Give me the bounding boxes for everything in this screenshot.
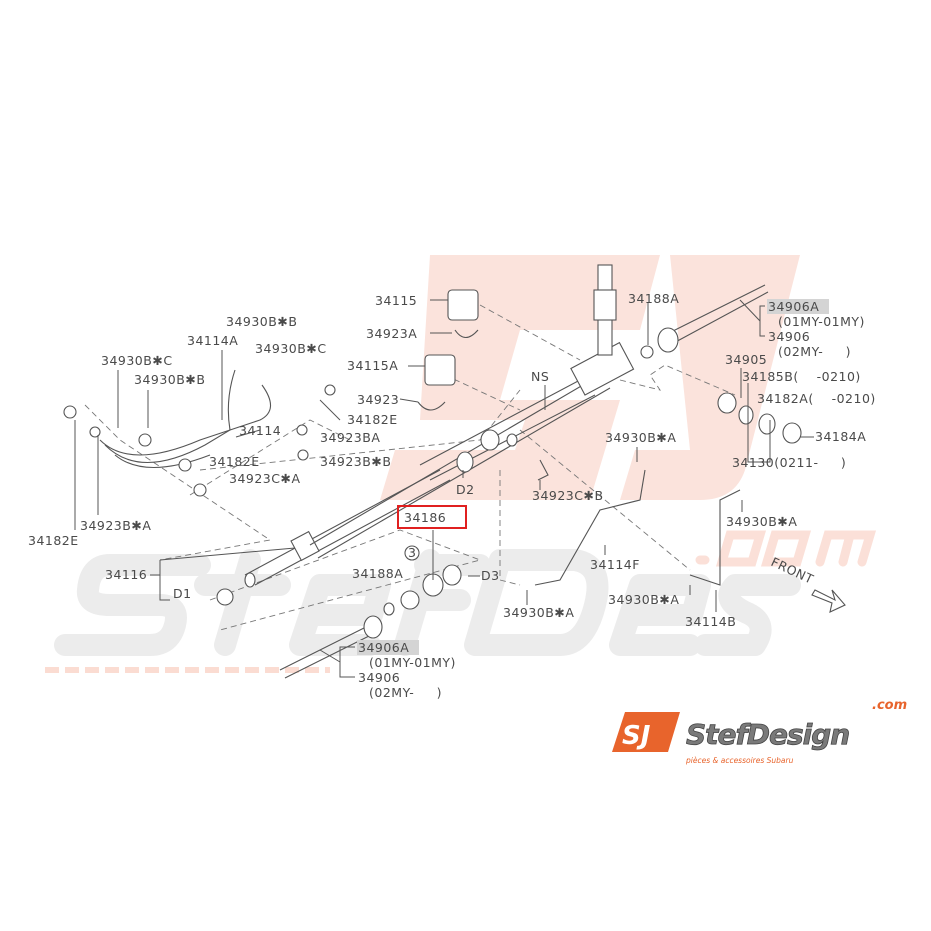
label-34923B-A[interactable]: 34923B✱A [80, 518, 151, 533]
label-34115A[interactable]: 34115A [347, 358, 398, 373]
label-34185B[interactable]: 34185B( -0210) [742, 369, 861, 384]
label-applicability: (02MY- ) [778, 344, 851, 359]
label-34923C-B[interactable]: 34923C✱B [532, 488, 604, 503]
label-D2[interactable]: D2 [456, 482, 475, 497]
logo-tagline: pièces & accessoires Subaru [685, 756, 794, 765]
label-34906A[interactable]: 34906A [358, 640, 409, 655]
label-34923[interactable]: 34923 [357, 392, 399, 407]
label-NS[interactable]: NS [531, 369, 549, 384]
label-34114B[interactable]: 34114B [685, 614, 736, 629]
label-34930B-C[interactable]: 34930B✱C [255, 341, 327, 356]
label-34930B-B[interactable]: 34930B✱B [134, 372, 205, 387]
tie-rod-left [216, 545, 462, 679]
pipes [63, 369, 741, 586]
label-applicability: (01MY-01MY) [369, 655, 456, 670]
label-34182E[interactable]: 34182E [28, 533, 79, 548]
label-D1[interactable]: D1 [173, 586, 192, 601]
logo-brand: StefDesign [686, 718, 849, 751]
label-34930B-A[interactable]: 34930B✱A [726, 514, 797, 529]
label-34906[interactable]: 34906 [768, 329, 810, 344]
label-34182E[interactable]: 34182E [209, 454, 260, 469]
logo-domain: .com [872, 698, 907, 713]
tie-rod-right [640, 284, 802, 444]
label-applicability: (02MY- ) [369, 685, 442, 700]
label-34116[interactable]: 34116 [105, 567, 147, 582]
brand-logo: SJ StefDesign .com pièces & accessoires … [612, 698, 907, 765]
highlight-34906A-left [357, 640, 419, 655]
label-34130[interactable]: 34130(0211- ) [732, 455, 846, 470]
label-34182A[interactable]: 34182A( -0210) [757, 391, 876, 406]
steering-rack [244, 264, 635, 588]
leader-lines [74, 299, 814, 678]
label-34906A[interactable]: 34906A [768, 299, 819, 314]
watermark-brand-lettering [54, 549, 801, 656]
label-ref-3: 3 [408, 545, 416, 560]
label-34930B-A[interactable]: 34930B✱A [608, 592, 679, 607]
label-34114[interactable]: 34114 [239, 423, 281, 438]
mounts [417, 289, 479, 411]
watermark-domain-lettering [695, 530, 877, 567]
label-34923C-A[interactable]: 34923C✱A [229, 471, 301, 486]
label-34905[interactable]: 34905 [725, 352, 767, 367]
label-34930B-C[interactable]: 34930B✱C [101, 353, 173, 368]
label-34114A[interactable]: 34114A [187, 333, 238, 348]
selected-part-box [397, 505, 467, 529]
label-34923B-B[interactable]: 34923B✱B [320, 454, 391, 469]
label-34114F[interactable]: 34114F [590, 557, 640, 572]
bushing-d2 [456, 451, 474, 473]
watermark [45, 255, 877, 673]
label-34188A[interactable]: 34188A [352, 566, 403, 581]
label-34184A[interactable]: 34184A [815, 429, 866, 444]
label-D3[interactable]: D3 [481, 568, 500, 583]
label-34115[interactable]: 34115 [375, 293, 417, 308]
part-labels: 34930B✱B 34114A 34930B✱C 34930B✱C 34930B… [28, 291, 876, 700]
label-34923A[interactable]: 34923A [366, 326, 417, 341]
label-34182E[interactable]: 34182E [347, 412, 398, 427]
label-applicability: (01MY-01MY) [778, 314, 865, 329]
label-34186-selected[interactable]: 34186 [404, 510, 446, 525]
highlight-34906A-right [767, 299, 829, 314]
label-34930B-B[interactable]: 34930B✱B [226, 314, 297, 329]
label-34923BA[interactable]: 34923BA [320, 430, 380, 445]
logo-mark [612, 712, 680, 752]
guide-lines [84, 304, 736, 631]
label-34906[interactable]: 34906 [358, 670, 400, 685]
label-34930B-A[interactable]: 34930B✱A [503, 605, 574, 620]
logo-mark-text: SJ [622, 721, 651, 751]
label-34188A[interactable]: 34188A [628, 291, 679, 306]
label-34930B-A[interactable]: 34930B✱A [605, 430, 676, 445]
gearbox-housing [570, 341, 635, 396]
